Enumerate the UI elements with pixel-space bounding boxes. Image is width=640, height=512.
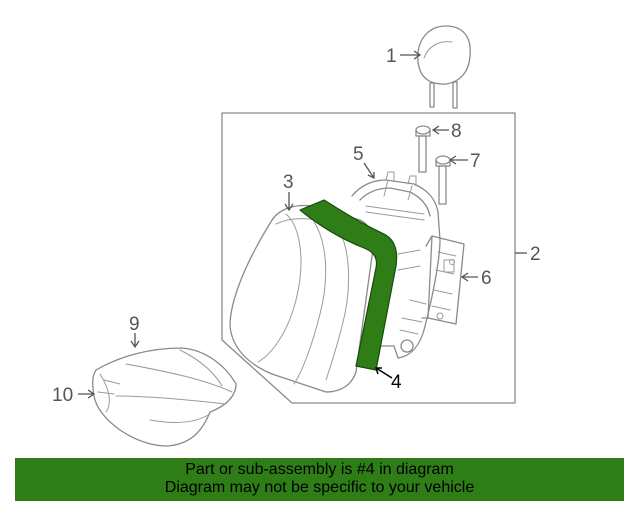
callout-8: 8 <box>451 121 462 142</box>
callout-6: 6 <box>481 268 492 289</box>
headrest-part <box>417 25 471 109</box>
part-info-banner: Part or sub-assembly is #4 in diagram Di… <box>15 458 624 501</box>
leader-1 <box>400 50 422 60</box>
leader-7 <box>448 155 468 165</box>
callout-7: 7 <box>470 151 481 172</box>
leader-10 <box>78 389 96 399</box>
assembly-frame-box <box>221 112 516 404</box>
callout-1: 1 <box>386 46 397 67</box>
leader-6 <box>460 272 478 282</box>
leader-9 <box>130 333 140 349</box>
banner-line-disclaimer: Diagram may not be specific to your vehi… <box>164 479 475 496</box>
callout-10: 10 <box>52 385 73 406</box>
seat-cushion-part <box>92 347 237 447</box>
headrest-guide-8 <box>415 125 431 173</box>
leader-3 <box>284 192 294 212</box>
leader-4 <box>374 367 393 379</box>
callout-3: 3 <box>283 172 294 193</box>
callout-2: 2 <box>530 244 541 265</box>
callout-9: 9 <box>129 314 140 335</box>
callout-4: 4 <box>391 372 402 393</box>
side-panel-part <box>421 235 465 325</box>
leader-5 <box>363 162 375 180</box>
headrest-guide-7 <box>435 155 451 205</box>
banner-line-part: Part or sub-assembly is #4 in diagram <box>185 461 454 478</box>
seat-back-frame-part <box>351 171 441 359</box>
leader-8 <box>431 125 449 135</box>
callout-5: 5 <box>353 144 364 165</box>
